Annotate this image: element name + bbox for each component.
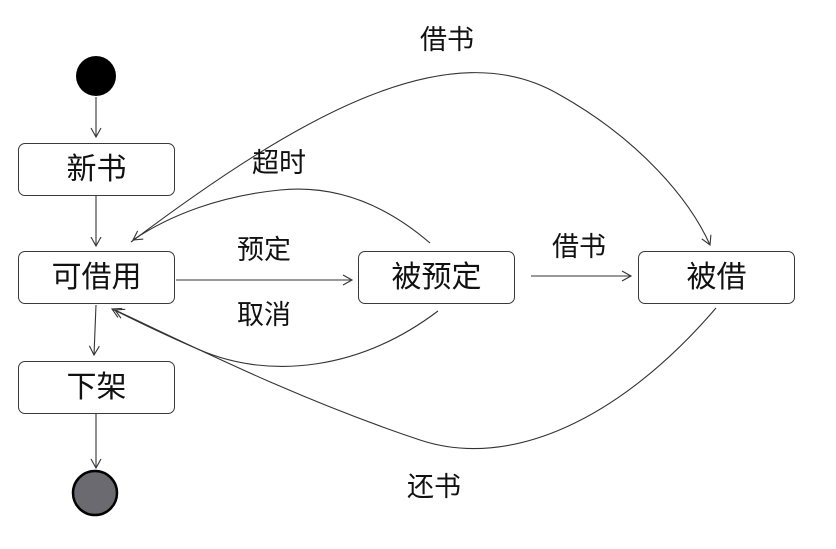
label-reserve: 预定 bbox=[237, 235, 291, 266]
state-removed: 下架 bbox=[18, 361, 175, 414]
label-borrow-from-reserved: 借书 bbox=[552, 232, 606, 263]
label-cancel: 取消 bbox=[237, 300, 291, 331]
initial-node bbox=[76, 56, 116, 96]
state-borrowed: 被借 bbox=[638, 251, 795, 304]
label-return-book: 还书 bbox=[407, 472, 461, 503]
arrow-available-to-borrowed bbox=[130, 72, 712, 247]
arrow-reserved-cancel bbox=[110, 307, 439, 367]
label-timeout: 超时 bbox=[252, 148, 306, 179]
label-borrow-top: 借书 bbox=[420, 25, 474, 56]
state-available: 可借用 bbox=[18, 251, 175, 304]
state-new-book: 新书 bbox=[18, 143, 175, 196]
arrow-reserved-timeout bbox=[132, 188, 431, 244]
state-reserved: 被预定 bbox=[358, 251, 515, 304]
final-node bbox=[71, 469, 119, 517]
arrow-available-to-removed bbox=[88, 304, 100, 357]
arrow-borrowed-return bbox=[113, 307, 717, 450]
